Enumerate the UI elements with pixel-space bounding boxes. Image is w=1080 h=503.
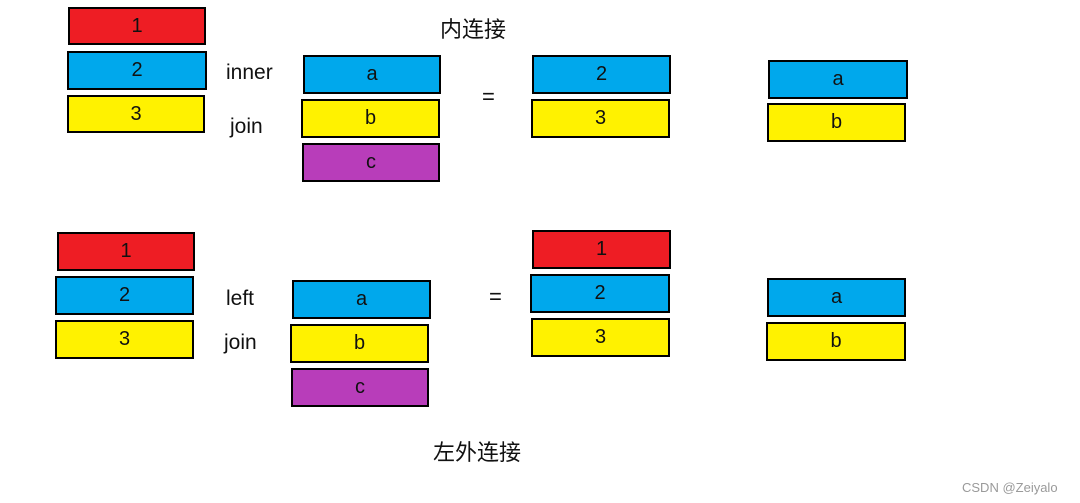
left-join-equals: = bbox=[489, 284, 502, 309]
table-row: 1 bbox=[57, 232, 195, 271]
table-row: a bbox=[768, 60, 908, 99]
table-row: 2 bbox=[532, 55, 671, 94]
table-row: 3 bbox=[55, 320, 194, 359]
inner-join-title: 内连接 bbox=[440, 18, 507, 43]
left-join-title: 左外连接 bbox=[433, 441, 522, 466]
table-row: b bbox=[767, 103, 906, 142]
watermark: CSDN @Zeiyalo bbox=[962, 480, 1058, 495]
table-row: c bbox=[291, 368, 429, 407]
table-row: 2 bbox=[55, 276, 194, 315]
inner-join-equals: = bbox=[482, 84, 495, 109]
table-row: 2 bbox=[67, 51, 207, 90]
table-row: b bbox=[301, 99, 440, 138]
table-row: 2 bbox=[530, 274, 670, 313]
table-row: a bbox=[303, 55, 441, 94]
table-row: 3 bbox=[531, 318, 670, 357]
inner-join-label-2: join bbox=[230, 115, 263, 138]
table-row: c bbox=[302, 143, 440, 182]
left-join-label-1: left bbox=[226, 287, 255, 310]
table-row: 3 bbox=[67, 95, 205, 133]
table-row: 1 bbox=[532, 230, 671, 269]
table-row: a bbox=[767, 278, 906, 317]
table-row: b bbox=[766, 322, 906, 361]
table-row: a bbox=[292, 280, 431, 319]
table-row: 3 bbox=[531, 99, 670, 138]
left-join-label-2: join bbox=[224, 331, 257, 354]
table-row: 1 bbox=[68, 7, 206, 45]
inner-join-label-1: inner bbox=[226, 61, 273, 84]
table-row: b bbox=[290, 324, 429, 363]
